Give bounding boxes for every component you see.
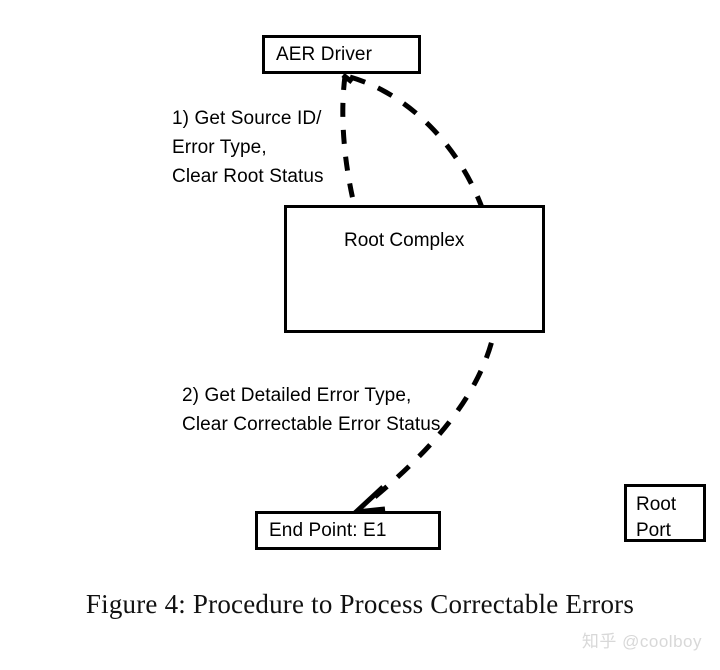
arrowhead-end-point-icon [348,485,386,516]
annotation-step-one: 1) Get Source ID/ Error Type, Clear Root… [172,108,324,188]
node-aer-driver[interactable]: AER Driver [262,35,421,74]
edge-source-tick-root-port [341,73,354,84]
node-root-port-label: Root Port [636,494,677,541]
node-end-point-label: End Point: E1 [269,519,387,541]
node-end-point[interactable]: End Point: E1 [255,511,441,550]
figure-caption: Figure 4: Procedure to Process Correctab… [85,589,635,619]
watermark: 知乎 @coolboy [581,632,702,651]
node-aer-driver-label: AER Driver [276,43,373,65]
annotation-step-two: 2) Get Detailed Error Type, Clear Correc… [182,385,441,436]
node-root-port[interactable]: Root Port [624,484,706,542]
node-root-complex-label: Root Complex [344,230,465,251]
edge-aer-driver-to-end-point-path [349,74,501,508]
node-root-complex[interactable]: Root Complex Root Port [284,205,706,542]
